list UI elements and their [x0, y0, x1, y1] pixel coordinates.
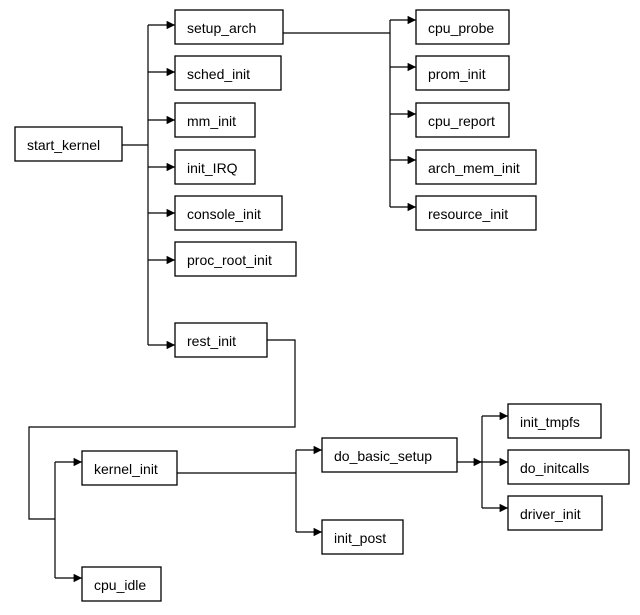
node-init_IRQ: init_IRQ [174, 149, 256, 185]
node-cpu_probe: cpu_probe [415, 9, 510, 45]
node-label: start_kernel [27, 137, 100, 153]
node-label: driver_init [520, 506, 581, 522]
node-label: kernel_init [94, 461, 158, 477]
node-resource_init: resource_init [415, 195, 537, 231]
node-mm_init: mm_init [174, 102, 256, 138]
node-label: setup_arch [187, 20, 256, 36]
node-label: cpu_report [428, 113, 495, 129]
node-label: rest_init [187, 333, 236, 349]
node-arch_mem_init: arch_mem_init [415, 149, 537, 185]
node-label: do_initcalls [520, 460, 589, 476]
edges [28, 15, 508, 583]
node-label: cpu_idle [94, 577, 146, 593]
node-label: cpu_probe [428, 20, 494, 36]
nodes: start_kernel setup_arch sched_init mm_in… [14, 9, 630, 602]
node-init_tmpfs: init_tmpfs [507, 403, 602, 439]
node-setup_arch: setup_arch [174, 9, 284, 45]
node-proc_root_init: proc_root_init [174, 241, 297, 277]
node-label: proc_root_init [187, 252, 272, 268]
node-cpu_report: cpu_report [415, 102, 510, 138]
node-console_init: console_init [174, 195, 283, 231]
node-start_kernel: start_kernel [14, 126, 123, 162]
node-sched_init: sched_init [174, 55, 282, 91]
node-label: init_tmpfs [520, 414, 580, 430]
node-do_basic_setup: do_basic_setup [321, 437, 458, 473]
node-label: init_post [334, 530, 386, 546]
node-label: arch_mem_init [428, 160, 520, 176]
node-label: resource_init [428, 206, 508, 222]
edge-rest_init-wrap [28, 339, 296, 520]
node-rest_init: rest_init [174, 322, 268, 358]
node-prom_init: prom_init [415, 55, 510, 91]
node-do_initcalls: do_initcalls [507, 449, 630, 485]
node-label: do_basic_setup [334, 448, 432, 464]
node-label: sched_init [187, 66, 250, 82]
node-cpu_idle: cpu_idle [81, 566, 162, 602]
node-label: mm_init [187, 113, 236, 129]
node-label: console_init [187, 206, 261, 222]
node-label: init_IRQ [187, 160, 238, 176]
node-kernel_init: kernel_init [81, 450, 178, 486]
node-label: prom_init [428, 66, 486, 82]
node-init_post: init_post [321, 519, 404, 555]
node-driver_init: driver_init [507, 495, 603, 531]
